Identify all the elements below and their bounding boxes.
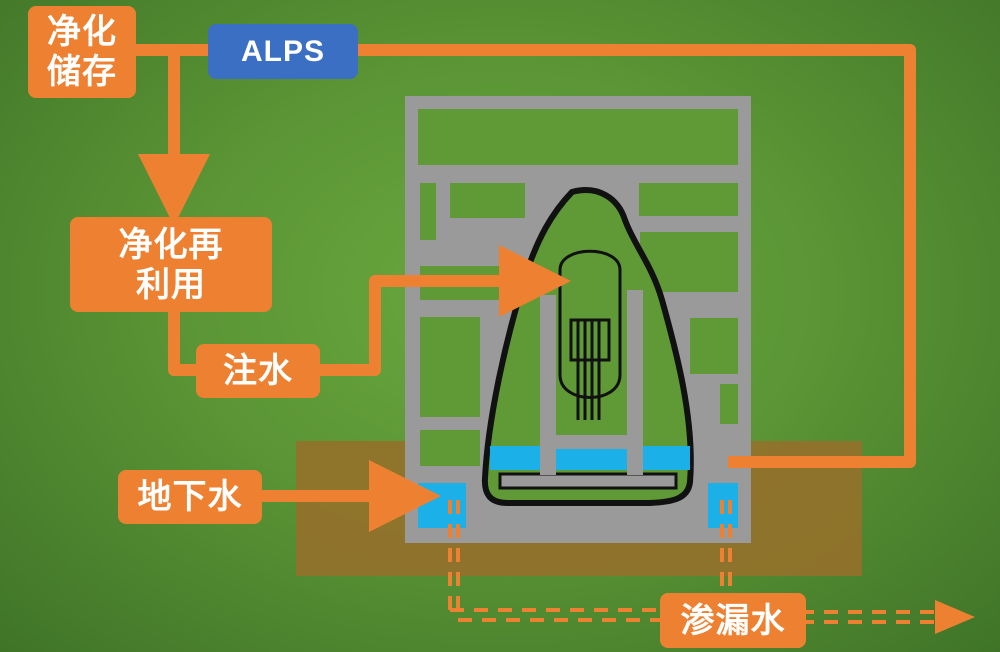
leak-label: 渗漏水 (680, 600, 786, 641)
reuse-label: 净化再 利用 (118, 224, 224, 305)
reuse-box: 净化再 利用 (70, 217, 272, 312)
building-rooms (418, 109, 738, 466)
containment-floor (498, 472, 678, 490)
leak-arrowhead (935, 600, 975, 634)
alps-box: ALPS (208, 24, 358, 79)
injection-label: 注水 (223, 351, 293, 391)
flow-alps-return-loop (355, 44, 916, 468)
reactor-pressure-vessel (558, 249, 622, 399)
leak-paths (448, 500, 935, 624)
leak-box: 渗漏水 (660, 593, 806, 648)
flow-reuse-to-injection (168, 305, 200, 376)
groundwater-label: 地下水 (137, 477, 243, 517)
storage-label: 净化 储存 (47, 12, 117, 92)
injection-box: 注水 (196, 344, 320, 398)
flow-injection-to-reactor (318, 245, 571, 376)
storage-box: 净化 储存 (28, 6, 136, 98)
alps-label: ALPS (240, 34, 325, 68)
water-pools (418, 446, 738, 528)
fuel-rods (569, 318, 611, 420)
groundwater-box: 地下水 (118, 470, 262, 524)
